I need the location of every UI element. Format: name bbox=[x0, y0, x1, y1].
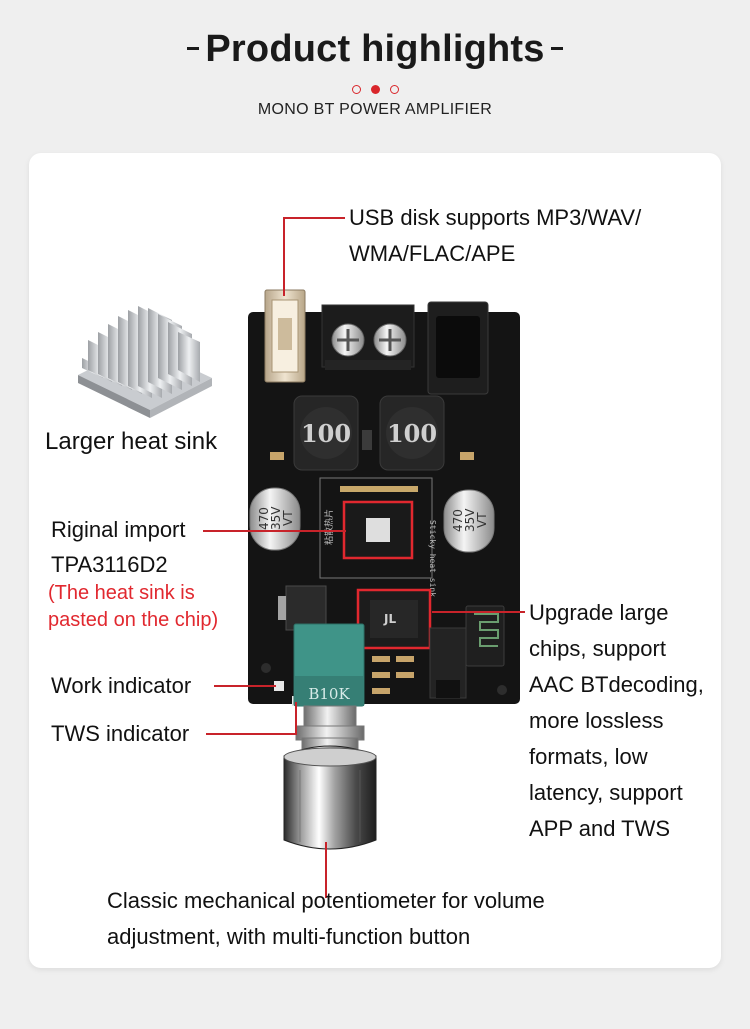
callout-upgrade-line2: chips, support bbox=[529, 636, 666, 661]
cap-left-line2: 35V bbox=[269, 506, 283, 530]
callout-line-tws bbox=[206, 702, 297, 735]
callout-upgrade-line7: APP and TWS bbox=[529, 816, 671, 841]
callout-potentiometer-line1: Classic mechanical potentiometer for vol… bbox=[107, 888, 545, 913]
svg-text:粘散热片: 粘散热片 bbox=[323, 509, 335, 545]
amplifier-board: 100 100 粘散热片 Sticky heat sink 470 35V VT… bbox=[248, 289, 520, 850]
cap-right-line2: 35V bbox=[463, 508, 477, 532]
dot-ring-right bbox=[389, 85, 399, 94]
callout-chip-note-line1: (The heat sink is bbox=[48, 582, 195, 604]
callout-usb-line2: WMA/FLAC/APE bbox=[349, 241, 516, 266]
inductor-1-marking: 100 bbox=[301, 419, 351, 448]
callout-work-indicator: Work indicator bbox=[51, 673, 192, 698]
callout-upgrade-line5: formats, low bbox=[529, 744, 648, 769]
cap-left-line3: VT bbox=[281, 510, 295, 526]
cap-left-line1: 470 bbox=[257, 507, 271, 530]
callout-lines bbox=[203, 217, 525, 898]
dot-filled bbox=[370, 85, 380, 94]
callout-potentiometer-line2: adjustment, with multi-function button bbox=[107, 924, 471, 949]
cap-right-line3: VT bbox=[475, 512, 489, 528]
cap-right-line1: 470 bbox=[451, 509, 465, 532]
callout-upgrade-line1: Upgrade large bbox=[529, 600, 669, 625]
callout-usb-line1: USB disk supports MP3/WAV/ bbox=[349, 205, 642, 230]
page-subtitle: MONO BT POWER AMPLIFIER bbox=[257, 101, 493, 118]
title-text: Product highlights bbox=[205, 28, 545, 70]
dot-ring-left bbox=[351, 85, 361, 94]
callout-upgrade-line6: latency, support bbox=[529, 780, 683, 805]
heat-sink-image bbox=[78, 306, 212, 418]
callout-chip-note-line2: pasted on the chip) bbox=[48, 609, 219, 631]
callout-chip-line1: Riginal import bbox=[51, 517, 186, 542]
page-title: Product highlights bbox=[0, 28, 750, 71]
callout-chip-line2: TPA3116D2 bbox=[51, 552, 168, 577]
callout-upgrade-line4: more lossless bbox=[529, 708, 664, 733]
sticky-heat-sink-marking: Sticky heat sink bbox=[428, 520, 437, 597]
pot-marking: B10K bbox=[308, 685, 350, 703]
title-dash-left bbox=[187, 47, 200, 51]
callout-tws-indicator: TWS indicator bbox=[51, 721, 190, 746]
callout-heat-sink: Larger heat sink bbox=[45, 428, 218, 455]
svg-text:JL: JL bbox=[383, 612, 396, 626]
callout-upgrade-line3: AAC BTdecoding, bbox=[529, 672, 704, 697]
callout-line-usb bbox=[283, 217, 345, 296]
title-dash-right bbox=[550, 47, 563, 51]
inductor-2-marking: 100 bbox=[387, 419, 437, 448]
title-dots bbox=[0, 81, 750, 99]
